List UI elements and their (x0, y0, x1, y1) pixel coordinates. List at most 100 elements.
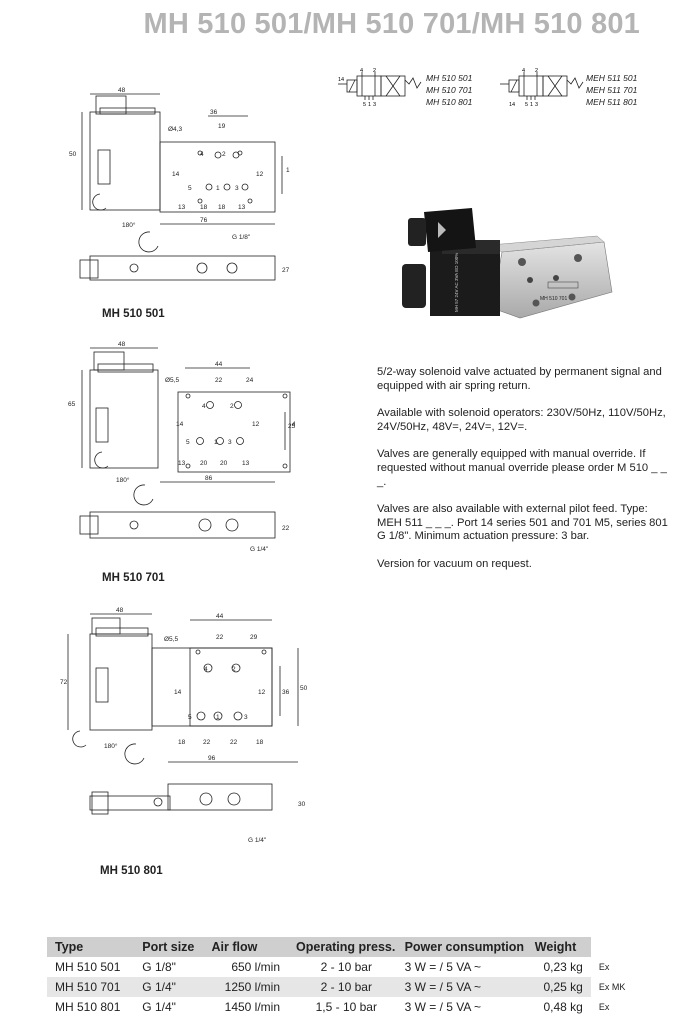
drawing-label: MH 510 701 (102, 572, 165, 584)
dim-label: 27 (282, 267, 290, 274)
cell-press: 2 - 10 bar (320, 960, 372, 974)
dim-label: 12 (256, 171, 264, 178)
description-paragraph: Valves are generally equipped with manua… (377, 448, 667, 488)
cell-port: G 1/8" (142, 960, 176, 974)
dim-label: 24 (246, 377, 254, 384)
cell-type: MH 510 701 (47, 977, 135, 997)
description-paragraph: 5/2-way solenoid valve actuated by perma… (377, 366, 662, 392)
dim-label: 36 (282, 689, 290, 696)
dim-label: 48 (118, 341, 126, 348)
col-header: Weight (526, 937, 591, 957)
dim-label: 65 (68, 401, 76, 408)
dim-label: 1 (216, 714, 220, 721)
cell-port: G 1/4" (142, 1000, 176, 1014)
dim-label: 18 (218, 204, 226, 211)
dim-label: 14 (176, 421, 184, 428)
dim-label: 2 (232, 666, 236, 673)
dim-label: 1 (214, 439, 218, 446)
description-paragraph: Valves are also available with external … (377, 503, 668, 543)
valve-symbol-left: 14 4 2 5 1 3 (338, 68, 422, 108)
port-label: 1 (368, 102, 371, 108)
cert-icon: Ex MK (590, 977, 627, 997)
dim-label: Ø5,5 (165, 377, 179, 384)
port-label: 2 (373, 68, 376, 74)
dim-label: 44 (215, 361, 223, 368)
cell-type: MH 510 801 (55, 1000, 121, 1014)
cell-weight: 0,25 kg (526, 977, 591, 997)
drawing-mh510701: 48 65 Ø5,5 44 22 24 4 2 14 12 5 1 3 25 4… (68, 341, 295, 553)
description-paragraph: Version for vacuum on request. (377, 557, 532, 570)
dim-label: 13 (242, 460, 250, 467)
dim-label: 13 (238, 204, 246, 211)
dim-label: 22 (230, 739, 238, 746)
dim-label: 36 (210, 109, 218, 116)
table-row: MH 510 501 G 1/8" 650 l/min 2 - 10 bar 3… (47, 957, 627, 977)
dim-label: G 1/4" (250, 546, 269, 553)
dim-label: 1 (216, 185, 220, 192)
symbol-labels-right: MEH 511 501 MEH 511 701 MEH 511 801 (586, 73, 638, 107)
dim-label: 12 (258, 689, 266, 696)
port-label: 14 (509, 102, 515, 108)
cell-weight: 0,48 kg (543, 1000, 583, 1014)
col-header: Port size (134, 937, 204, 957)
dim-label: 20 (220, 460, 228, 467)
dim-label: 18 (256, 739, 264, 746)
cert-header (590, 937, 627, 957)
dim-label: 13 (178, 204, 186, 211)
dim-label: 22 (282, 525, 290, 532)
dim-label: 4 (202, 403, 206, 410)
dim-label: 48 (116, 607, 124, 614)
dim-label: 40 (292, 421, 295, 428)
port-label: 2 (535, 68, 538, 74)
dim-label: Ø4,3 (168, 126, 182, 133)
dim-label: 76 (200, 217, 208, 224)
cell-flow: 1450 l/min (224, 1000, 281, 1014)
dim-label: 4 (200, 151, 204, 158)
dim-label: 48 (118, 87, 126, 94)
dim-label: 180° (104, 742, 118, 750)
dim-label: 2 (230, 403, 234, 410)
symbol-labels-left: MH 510 501 MH 510 701 MH 510 801 (426, 73, 473, 107)
drawing-label: MH 510 501 (102, 308, 165, 320)
col-header: Type (47, 937, 135, 957)
dim-label: 180° (122, 221, 136, 229)
dim-label: 2 (222, 151, 226, 158)
cell-port: G 1/4" (134, 977, 204, 997)
dim-label: G 1/4" (248, 837, 267, 844)
dim-label: 22 (216, 634, 224, 641)
cell-power: 3 W = / 5 VA ~ (404, 1000, 482, 1014)
col-header: Power consumption (396, 937, 527, 957)
dim-label: 14 (174, 689, 182, 696)
dim-label: 50 (69, 151, 77, 158)
dim-label: 3 (228, 439, 232, 446)
dim-label: 50 (300, 685, 308, 692)
drawing-mh510801: 48 72 Ø5,5 44 22 29 4 2 14 12 5 1 3 36 5… (60, 607, 308, 844)
description: 5/2-way solenoid valve actuated by perma… (377, 366, 669, 572)
cell-power: 3 W = / 5 VA ~ (404, 960, 482, 974)
drawing-label: MH 510 801 (100, 865, 163, 877)
drawing-mh510501: 48 50 Ø4,3 36 19 4 2 14 12 5 1 3 16 38 1… (69, 87, 290, 281)
page-title: MH 510 501/MH 510 701/MH 510 801 (143, 8, 640, 40)
dim-label: 16 (286, 167, 290, 174)
dim-label: 5 (188, 185, 192, 192)
cell-power: 3 W = / 5 VA ~ (396, 977, 527, 997)
dim-label: 18 (178, 739, 186, 746)
cert-icon: Ex (598, 1002, 610, 1012)
port-label: 4 (360, 68, 363, 74)
cell-weight: 0,23 kg (543, 960, 583, 974)
cert-icon: Ex (598, 962, 610, 972)
table-row: MH 510 701 G 1/4" 1250 l/min 2 - 10 bar … (47, 977, 627, 997)
port-label: 5 (525, 102, 528, 108)
dim-label: 180° (116, 476, 130, 484)
dim-label: G 1/8" (232, 234, 251, 241)
table-header-row: Type Port size Air flow Operating press.… (47, 937, 627, 957)
dim-label: 3 (244, 714, 248, 721)
port-label: 1 (530, 102, 533, 108)
col-header: Operating press. (288, 937, 397, 957)
dim-label: 20 (200, 460, 208, 467)
cell-press: 2 - 10 bar (288, 977, 397, 997)
dim-label: 86 (205, 475, 213, 482)
dim-label: 72 (60, 679, 68, 686)
dim-label: 5 (188, 714, 192, 721)
port-label: 4 (522, 68, 525, 74)
